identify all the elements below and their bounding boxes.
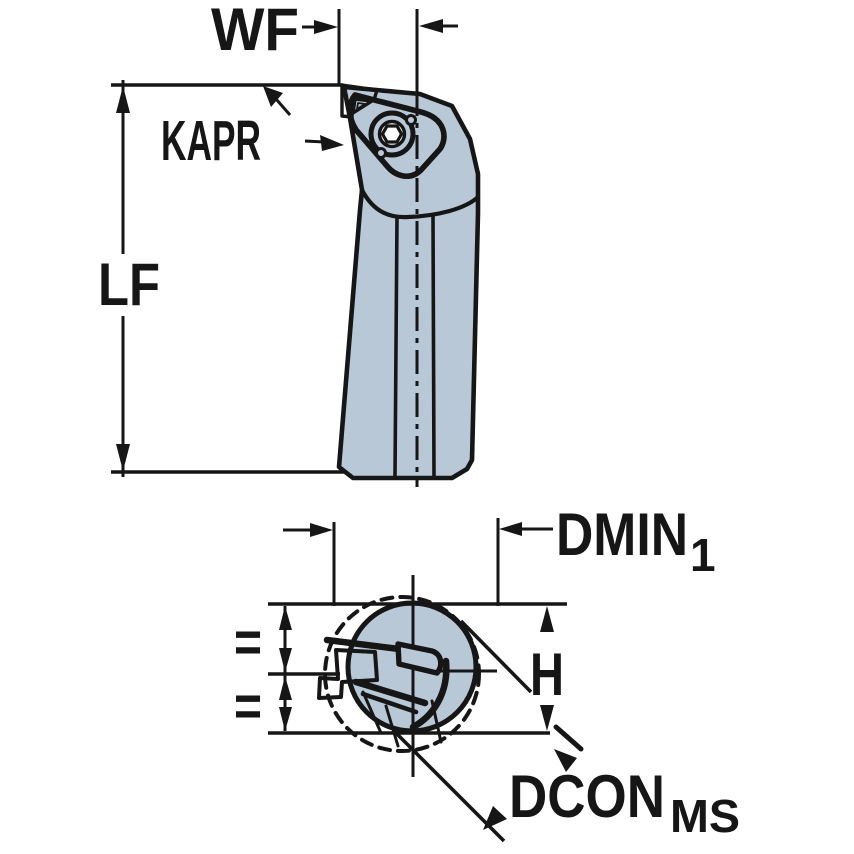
dmin-arrowhead-right [499, 522, 522, 536]
end-view-insert [317, 648, 379, 700]
wf-arrowhead-left [314, 20, 338, 34]
shank-rotated-outline-dashed [323, 595, 481, 753]
dcon-label: DCON [509, 763, 665, 830]
clamp-screw-hex-socket [380, 124, 404, 144]
facet-line-left [361, 690, 383, 735]
dcon-label-subscript: MS [670, 790, 740, 842]
dcon-arrowhead-upper [554, 749, 577, 772]
dcon-dimension: DCON MS [391, 619, 740, 843]
tool-body-silhouette [336, 84, 481, 481]
dcon-tangent-line-upper [459, 619, 533, 694]
equal-arrowhead-bottom-down [279, 707, 292, 731]
lf-dimension: LF [98, 80, 346, 477]
side-view-tool [336, 83, 481, 487]
tool-neck-curve [359, 187, 481, 220]
end-view-clamp [395, 641, 444, 676]
dmin-arrowhead-left [310, 523, 333, 537]
shank-face-edge-left [393, 215, 399, 478]
equal-arrowhead-bottom-up [279, 676, 292, 700]
dcon-tangent-line-lower [391, 728, 506, 843]
dcon-tick-upper [553, 724, 584, 752]
kapr-angle-arrow-tail [274, 98, 292, 116]
dcon-arrowhead-lower [483, 806, 507, 830]
facet-line-right [430, 699, 443, 744]
clamp-detail-dot-upper [405, 114, 417, 126]
kapr-arrowhead [320, 135, 344, 151]
facet-line-center [384, 704, 400, 748]
pocket-top-edge [323, 636, 403, 653]
insert-seat-band-lower [360, 691, 419, 715]
wf-dimension: WF [211, 0, 458, 92]
bottom-view-tool [317, 575, 497, 777]
kapr-arrow-tail [304, 139, 325, 144]
kapr-angle-arrowhead [263, 86, 283, 107]
cutting-insert-holder [340, 83, 379, 119]
wf-arrowhead-right [419, 19, 443, 33]
h-arrowhead-bottom [540, 705, 554, 731]
dmin-label-subscript: 1 [690, 529, 716, 581]
lf-arrowhead-top [116, 86, 130, 113]
kapr-label: KAPR [161, 109, 261, 173]
equal-sign-bottom: = [234, 674, 262, 739]
h-dimension: = = H [234, 602, 567, 739]
dmin-label: DMIN [556, 501, 688, 568]
h-arrowhead-top [540, 606, 554, 632]
insert-seat-band-upper [352, 678, 429, 707]
dmin-dimension: DMIN 1 [283, 501, 716, 606]
cutting-insert-tip-inner [356, 102, 366, 110]
equal-sign-top: = [234, 610, 262, 675]
cutting-insert-tip [351, 97, 374, 115]
clamp-detail-dot-lower [375, 147, 387, 159]
lf-label: LF [98, 251, 160, 318]
equal-arrowhead-top-down [279, 648, 292, 672]
equal-arrowhead-top-up [279, 606, 292, 630]
wf-label: WF [211, 0, 299, 63]
shank-face-edge-right [431, 213, 436, 479]
head-edge-arc-right [409, 657, 450, 731]
h-label: H [530, 641, 564, 708]
lf-arrowhead-bottom [116, 444, 130, 471]
kapr-annotation: KAPR [161, 86, 344, 173]
